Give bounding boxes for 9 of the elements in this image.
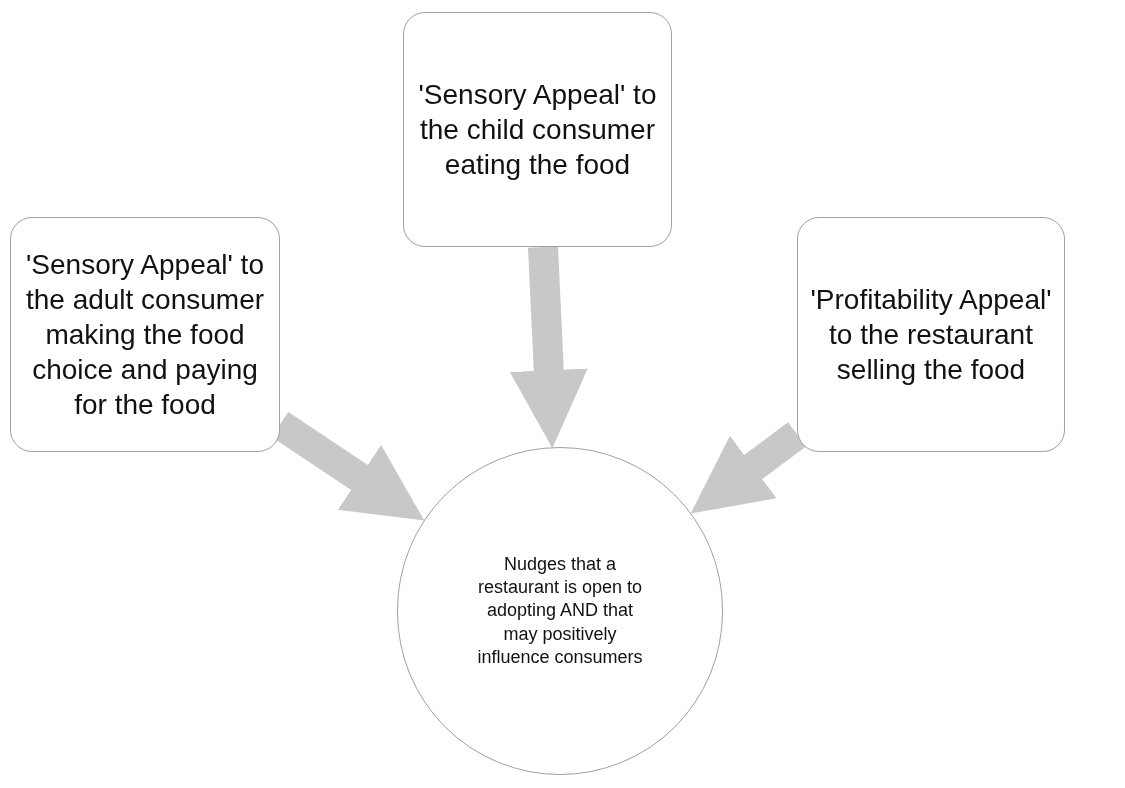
appeal-text: 'Sensory Appeal' to the adult consumer making the food choice and paying for the food <box>24 248 266 422</box>
outcome-text: Nudges that a restaurant is open to adopting AND that may positively influence consumers <box>476 552 644 670</box>
appeal-box <box>403 12 672 247</box>
block-arrow <box>690 422 806 514</box>
block-arrow <box>509 246 588 449</box>
appeal-text: 'Sensory Appeal' to the child consumer eating the food <box>417 78 658 182</box>
appeal-box <box>797 217 1065 452</box>
appeal-box <box>10 217 280 452</box>
appeal-text: 'Profitability Appeal' to the restaurant selling the food <box>810 283 1052 387</box>
